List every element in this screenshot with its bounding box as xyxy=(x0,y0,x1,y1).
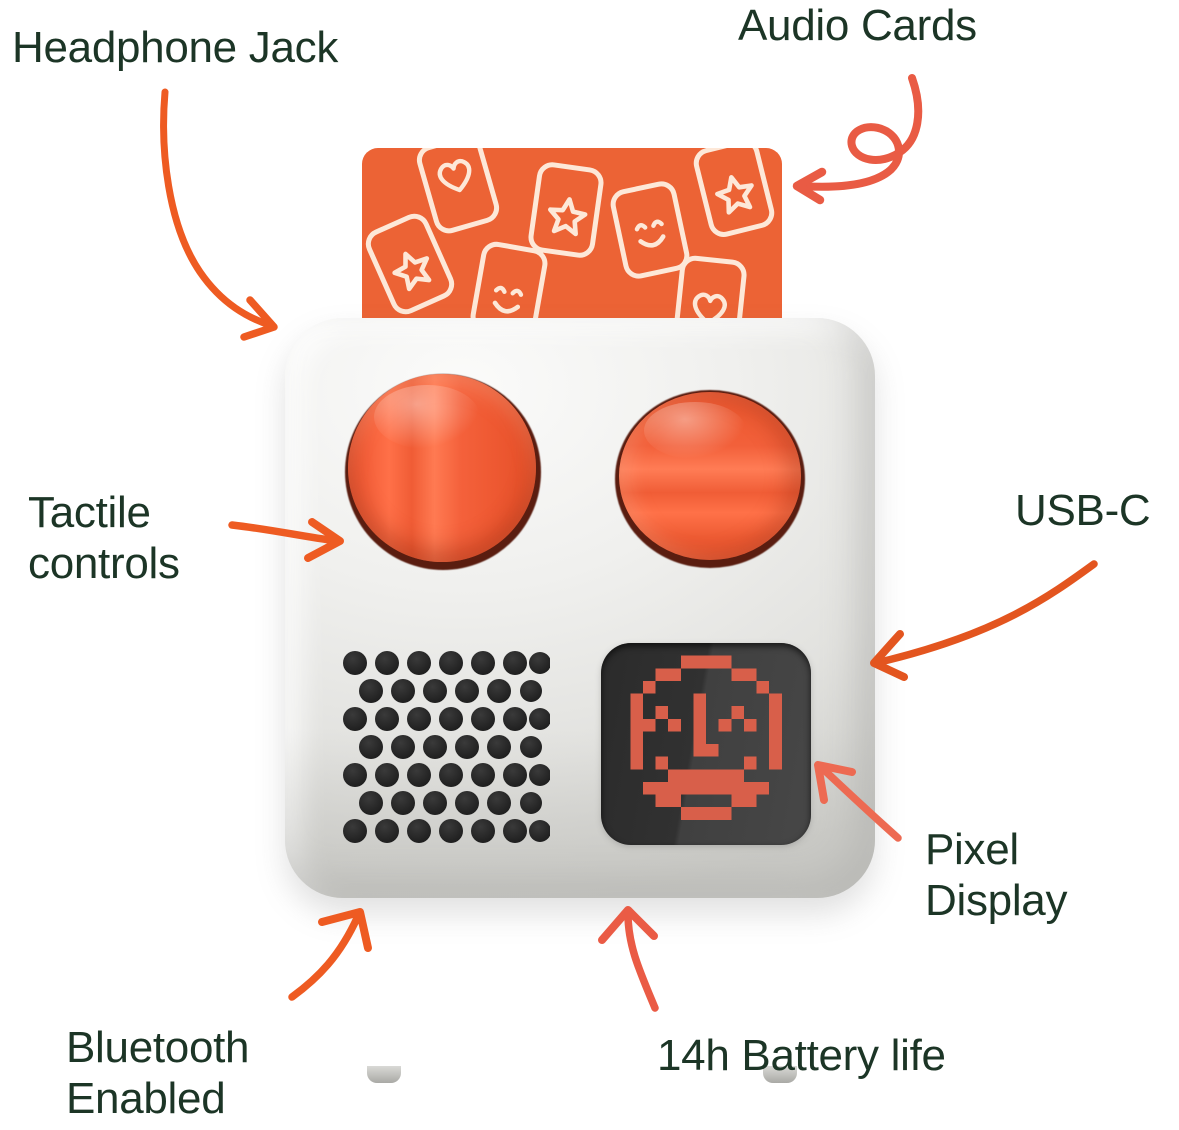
callout-label-audio-cards: Audio Cards xyxy=(738,1,977,50)
knob-cap xyxy=(348,374,536,562)
audio-card-smiley-1 xyxy=(471,242,547,328)
card-stack-pattern xyxy=(362,148,782,328)
audio-card-star-3 xyxy=(694,148,775,237)
selector-knob[interactable] xyxy=(615,390,805,568)
speaker-grille xyxy=(340,645,550,845)
callout-label-usbc: USB-C xyxy=(1015,486,1151,535)
grille-hole-group xyxy=(343,651,550,843)
audio-card-heart-1 xyxy=(416,148,499,234)
callout-label-battery-life: 14h Battery life xyxy=(657,1031,946,1080)
callout-label-bluetooth: Bluetooth Enabled xyxy=(66,1023,250,1124)
callout-label-tactile-controls: Tactile controls xyxy=(28,488,180,589)
audio-card-stack[interactable] xyxy=(362,148,782,328)
audio-card-smiley-2 xyxy=(611,181,690,278)
grille-dots xyxy=(343,651,550,843)
callout-label-headphone-jack: Headphone Jack xyxy=(12,23,339,72)
pixel-face-smiley xyxy=(630,655,782,820)
arrow-headphone-jack xyxy=(160,88,278,341)
speaker-body xyxy=(285,318,875,1083)
knob-cap xyxy=(619,392,801,560)
knob-highlight xyxy=(644,402,747,460)
audio-card-star-2 xyxy=(529,163,602,257)
arrow-battery-life xyxy=(598,906,659,1012)
knob-highlight xyxy=(374,385,480,450)
speaker-device xyxy=(280,145,880,1083)
device-foot-right xyxy=(763,1066,797,1083)
volume-knob[interactable] xyxy=(345,374,541,570)
pixel-display-screen[interactable] xyxy=(601,643,811,845)
arrow-usbc xyxy=(870,560,1098,681)
arrow-bluetooth xyxy=(288,908,372,1001)
callout-label-pixel-display: Pixel Display xyxy=(925,825,1068,926)
device-foot-left xyxy=(367,1066,401,1083)
